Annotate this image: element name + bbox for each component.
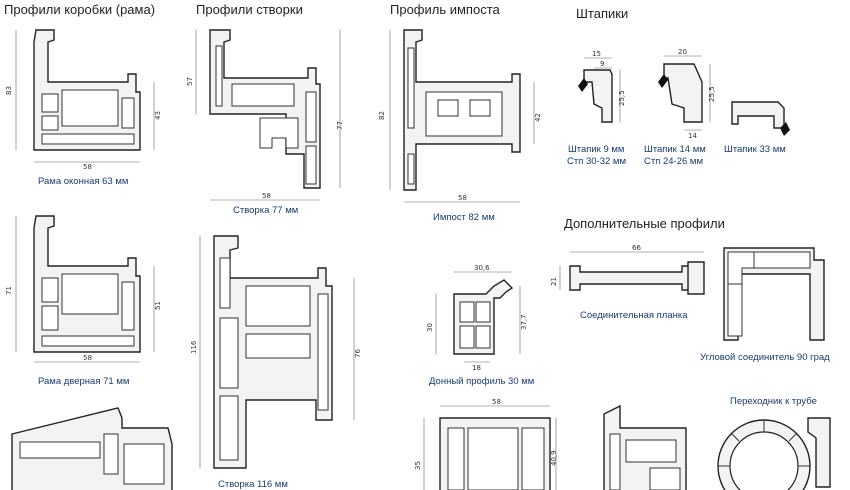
caption-bead14-line2: Стп 24-26 мм — [644, 156, 703, 167]
extension-right: 40,9 — [550, 450, 558, 466]
window-frame-width: 58 — [83, 163, 92, 171]
sash77-drawing: 57 77 58 — [186, 29, 344, 201]
extension-height: 35 — [414, 461, 422, 470]
sash77-height: 57 — [186, 77, 194, 86]
connector-plate-drawing: 66 21 — [550, 244, 705, 295]
heading-sash-profiles: Профили створки — [196, 2, 303, 17]
pipe-adapter-drawing — [717, 417, 831, 490]
caption-connector: Соединительная планка — [580, 310, 688, 321]
bottom-profile-height: 30 — [426, 323, 434, 332]
caption-bead14-line1: Штапик 14 мм — [644, 144, 706, 155]
heading-frame-profiles: Профили коробки (рама) — [4, 2, 156, 17]
caption-bead9-line1: Штапик 9 мм — [568, 144, 625, 155]
bead9-height: 25,5 — [618, 90, 626, 106]
sash116-drawing: 116 76 — [190, 235, 362, 469]
mullion82-width: 58 — [458, 194, 467, 202]
sash77-right-dim: 77 — [336, 121, 344, 130]
door-frame-width: 58 — [83, 354, 92, 362]
mullion82-height: 82 — [378, 111, 386, 120]
caption-sash77: Створка 77 мм — [233, 205, 299, 216]
heading-beads: Штапики — [576, 6, 629, 21]
window-frame-height: 83 — [5, 86, 13, 95]
bead33-drawing — [731, 101, 790, 136]
bead14-height: 25,5 — [708, 86, 716, 102]
bottom-profile-right: 37,7 — [520, 314, 528, 330]
caption-pipe-adapter: Переходник к трубе — [730, 396, 817, 407]
sash116-right-dim: 76 — [354, 349, 362, 358]
sash116-height: 116 — [190, 340, 198, 354]
sash77-width: 58 — [262, 192, 271, 200]
bottom-profile-bottom: 18 — [472, 364, 481, 372]
extension-profile-drawing: 58 35 40,9 — [414, 398, 558, 490]
mullion82-drawing: 82 42 58 — [378, 29, 542, 203]
extension-width: 58 — [492, 398, 501, 406]
bead14-drawing: 20 25,5 14 — [658, 48, 716, 140]
mullion82-right-dim: 42 — [534, 113, 542, 122]
window-frame-right-dim: 43 — [154, 111, 162, 120]
bead14-bottom: 14 — [688, 132, 697, 140]
caption-bottom-profile: Донный профиль 30 мм — [429, 376, 535, 387]
window-frame-drawing: 83 43 58 — [5, 29, 162, 171]
corner-connector-drawing — [723, 247, 825, 341]
caption-sash116: Створка 116 мм — [218, 479, 288, 490]
heading-mullion-profile: Профиль импоста — [390, 2, 500, 17]
bottom-profile-width: 30,6 — [474, 264, 490, 272]
bead9-drawing: 15 9 25,5 — [578, 50, 626, 123]
caption-corner-connector: Угловой соединитель 90 град — [700, 352, 830, 363]
connector-width: 66 — [632, 244, 641, 252]
caption-window-frame: Рама оконная 63 мм — [38, 176, 129, 187]
partial-profile-drawing — [11, 407, 173, 490]
door-frame-drawing: 71 51 58 — [5, 215, 162, 363]
bottom-profile-drawing: 30,6 30 37,7 18 — [426, 264, 528, 372]
caption-mullion82: Импост 82 мм — [433, 212, 495, 223]
bead9-width: 15 — [592, 50, 601, 58]
bead14-width: 20 — [678, 48, 687, 56]
caption-door-frame: Рама дверная 71 мм — [38, 376, 130, 387]
caption-bead9-line2: Стп 30-32 мм — [567, 156, 626, 167]
door-frame-height: 71 — [5, 286, 13, 295]
sash-partial-drawing — [603, 404, 687, 490]
heading-additional-profiles: Дополнительные профили — [564, 216, 725, 231]
caption-bead33: Штапик 33 мм — [724, 144, 786, 155]
door-frame-right-dim: 51 — [154, 301, 162, 310]
bead9-inner-width: 9 — [600, 60, 604, 68]
connector-height: 21 — [550, 277, 558, 286]
